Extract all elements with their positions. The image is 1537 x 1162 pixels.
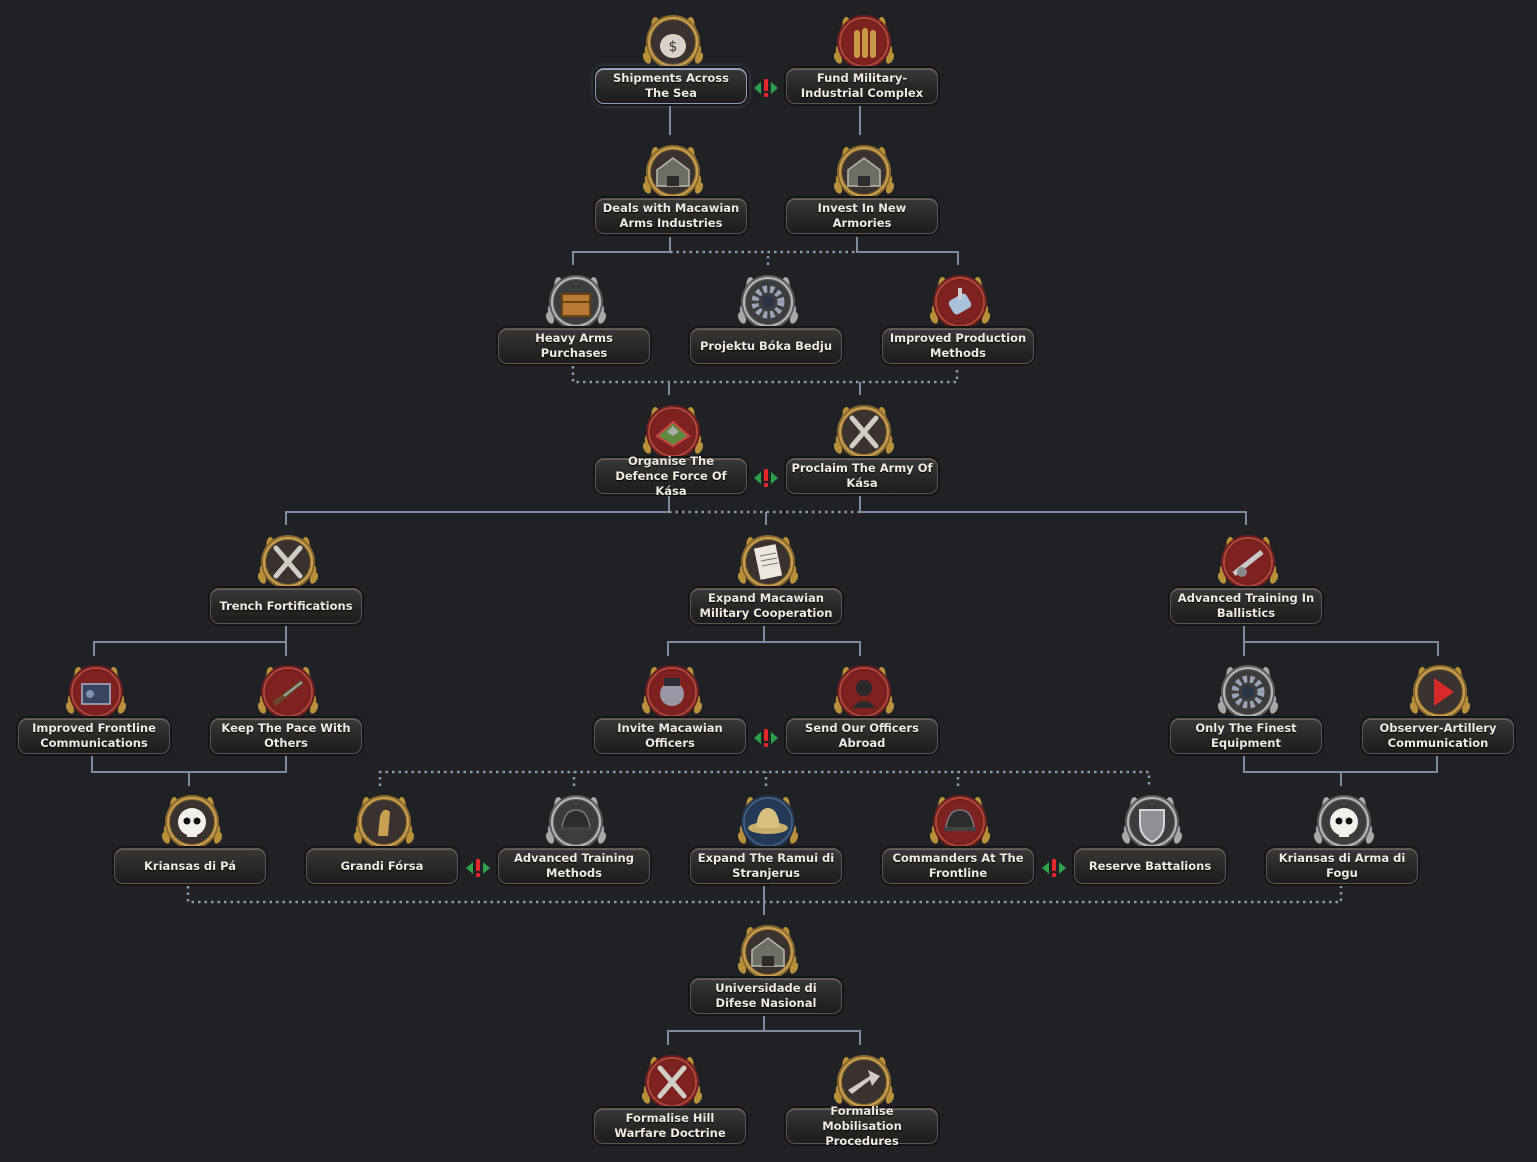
focus-label[interactable]: Shipments Across The Sea (595, 68, 747, 104)
focus-universidade[interactable]: Universidade di Difese Nasional (688, 912, 848, 1032)
focus-label[interactable]: Fund Military-Industrial Complex (786, 68, 938, 104)
focus-expand-mac[interactable]: Expand Macawian Military Cooperation (688, 522, 848, 642)
focus-label[interactable]: Grandi Fórsa (306, 848, 458, 884)
focus-label[interactable]: Formalise Mobilisation Procedures (786, 1108, 938, 1144)
focus-invite[interactable]: Invite Macawian Officers (592, 652, 752, 772)
focus-label[interactable]: Invite Macawian Officers (594, 718, 746, 754)
focus-observer[interactable]: Observer-Artillery Communication (1360, 652, 1520, 772)
focus-label[interactable]: Proclaim The Army Of Kása (786, 458, 938, 494)
focus-label[interactable]: Kriansas di Pá (114, 848, 266, 884)
focus-label[interactable]: Only The Finest Equipment (1170, 718, 1322, 754)
focus-label[interactable]: Reserve Battalions (1074, 848, 1226, 884)
focus-label[interactable]: Expand The Ramui di Stranjerus (690, 848, 842, 884)
focus-trench[interactable]: Trench Fortifications (208, 522, 368, 642)
focus-keep-pace[interactable]: Keep The Pace With Others (208, 652, 368, 772)
focus-label[interactable]: Formalise Hill Warfare Doctrine (594, 1108, 746, 1144)
focus-label[interactable]: Projektu Bóka Bedju (690, 328, 842, 364)
focus-improved-prod[interactable]: Improved Production Methods (880, 262, 1040, 382)
focus-label[interactable]: Deals with Macawian Arms Industries (595, 198, 747, 234)
focus-kriansas-pa[interactable]: Kriansas di Pá (112, 782, 272, 902)
mutually-exclusive-icon (752, 727, 780, 749)
focus-label[interactable]: Improved Production Methods (882, 328, 1034, 364)
focus-label[interactable]: Advanced Training Methods (498, 848, 650, 884)
focus-frontline-comm[interactable]: Improved Frontline Communications (16, 652, 176, 772)
focus-label[interactable]: Kriansas di Arma di Fogu (1266, 848, 1418, 884)
focus-kriansas-arma[interactable]: Kriansas di Arma di Fogu (1264, 782, 1424, 902)
focus-label[interactable]: Organise The Defence Force Of Kása (595, 458, 747, 494)
focus-label[interactable]: Heavy Arms Purchases (498, 328, 650, 364)
focus-finest[interactable]: Only The Finest Equipment (1168, 652, 1328, 772)
focus-commanders[interactable]: Commanders At The Frontline (880, 782, 1040, 902)
focus-label[interactable]: Send Our Officers Abroad (786, 718, 938, 754)
svg-text:$: $ (669, 39, 678, 55)
focus-organise[interactable]: Organise The Defence Force Of Kása (593, 392, 753, 512)
focus-shipments[interactable]: $ Shipments Across The Sea (593, 2, 753, 122)
focus-heavy[interactable]: Heavy Arms Purchases (496, 262, 656, 382)
focus-projektu[interactable]: Projektu Bóka Bedju (688, 262, 848, 382)
focus-label[interactable]: Invest In New Armories (786, 198, 938, 234)
focus-grandi[interactable]: Grandi Fórsa (304, 782, 464, 902)
focus-label[interactable]: Universidade di Difese Nasional (690, 978, 842, 1014)
focus-label[interactable]: Observer-Artillery Communication (1362, 718, 1514, 754)
focus-label[interactable]: Commanders At The Frontline (882, 848, 1034, 884)
focus-proclaim[interactable]: Proclaim The Army Of Kása (784, 392, 944, 512)
focus-invest[interactable]: Invest In New Armories (784, 132, 944, 252)
focus-ramui[interactable]: Expand The Ramui di Stranjerus (688, 782, 848, 902)
mutually-exclusive-icon (752, 77, 780, 99)
focus-label[interactable]: Keep The Pace With Others (210, 718, 362, 754)
focus-adv-train[interactable]: Advanced Training Methods (496, 782, 656, 902)
focus-send[interactable]: Send Our Officers Abroad (784, 652, 944, 772)
focus-label[interactable]: Expand Macawian Military Cooperation (690, 588, 842, 624)
focus-label[interactable]: Improved Frontline Communications (18, 718, 170, 754)
focus-mobilisation[interactable]: Formalise Mobilisation Procedures (784, 1042, 944, 1162)
focus-label[interactable]: Trench Fortifications (210, 588, 362, 624)
focus-reserve[interactable]: Reserve Battalions (1072, 782, 1232, 902)
mutually-exclusive-icon (1040, 857, 1068, 879)
focus-label[interactable]: Advanced Training In Ballistics (1170, 588, 1322, 624)
focus-hill[interactable]: Formalise Hill Warfare Doctrine (592, 1042, 752, 1162)
mutually-exclusive-icon (752, 467, 780, 489)
focus-fund[interactable]: Fund Military-Industrial Complex (784, 2, 944, 122)
focus-adv-ball[interactable]: Advanced Training In Ballistics (1168, 522, 1328, 642)
mutually-exclusive-icon (464, 857, 492, 879)
focus-deals[interactable]: Deals with Macawian Arms Industries (593, 132, 753, 252)
